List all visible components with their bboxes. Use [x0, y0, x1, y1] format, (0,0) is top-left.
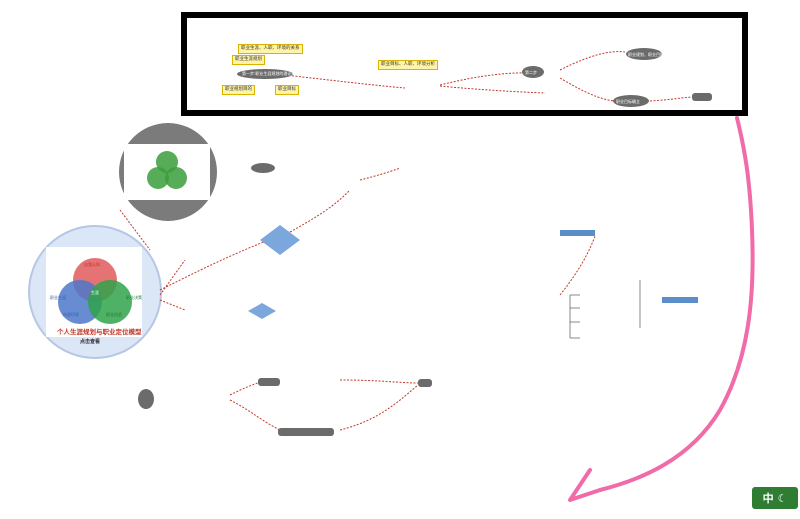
frame-node-top-right[interactable]: [626, 48, 662, 60]
pink-arrow: [598, 116, 755, 492]
frame-note-2[interactable]: 职业生涯规划: [232, 55, 265, 65]
diamond-node-1[interactable]: [260, 225, 300, 255]
moon-icon: ☾: [777, 491, 788, 505]
venn-left-label: 外部环境: [63, 312, 79, 317]
frame-top-right-label: 职业规划、职业目标: [628, 52, 664, 57]
frame-root-node[interactable]: [237, 69, 293, 79]
dark-node-left[interactable]: [251, 163, 275, 173]
venn-top-label: 自我认知: [84, 262, 100, 267]
frame-root-label: 第一步:职业生涯规划的理论基础: [242, 71, 300, 76]
frame-node-right[interactable]: [522, 66, 544, 78]
venn-center-label: 生涯: [91, 290, 99, 295]
venn-button[interactable]: 点击查看: [80, 339, 101, 345]
venn-green-circle: [88, 280, 132, 324]
venn-right-label: 职业机会: [106, 312, 122, 317]
venn-title: 个人生涯规划与职业定位模型: [57, 328, 142, 336]
venn-outer-right-label: 职业决策: [126, 295, 142, 300]
blue-node-right[interactable]: [560, 230, 595, 236]
dark-node-far-left[interactable]: [138, 389, 154, 409]
frame-note-4[interactable]: 职业目标: [275, 85, 299, 95]
main-connectors: [159, 167, 596, 431]
frame-node-bottom-right[interactable]: [613, 95, 649, 107]
frame-node-far-right[interactable]: [692, 93, 712, 101]
blue-node-bottom-right[interactable]: [662, 297, 698, 303]
right-tree: [569, 280, 641, 339]
venn-outer-left-label: 职业生涯: [50, 295, 66, 300]
diamond-node-2[interactable]: [248, 303, 276, 319]
frame-note-3[interactable]: 职业规划目的: [222, 85, 255, 95]
frame-right-label: 第二步: [525, 70, 537, 75]
frame-note-5[interactable]: 职业目标、人职、环境分析: [378, 60, 438, 70]
ime-label: 中: [762, 492, 774, 505]
dark-node-right[interactable]: [418, 379, 432, 387]
top-frame: [181, 12, 748, 116]
dark-node-bottom[interactable]: [278, 428, 334, 436]
dark-node-mid[interactable]: [258, 378, 280, 386]
frame-bottom-right-label: 职业目标确立: [616, 99, 640, 104]
frame-note-1[interactable]: 职业生涯、人职、环境的关系: [238, 44, 303, 54]
frame-connectors: [284, 51, 696, 102]
ime-indicator[interactable]: 中 ☾: [752, 487, 798, 509]
